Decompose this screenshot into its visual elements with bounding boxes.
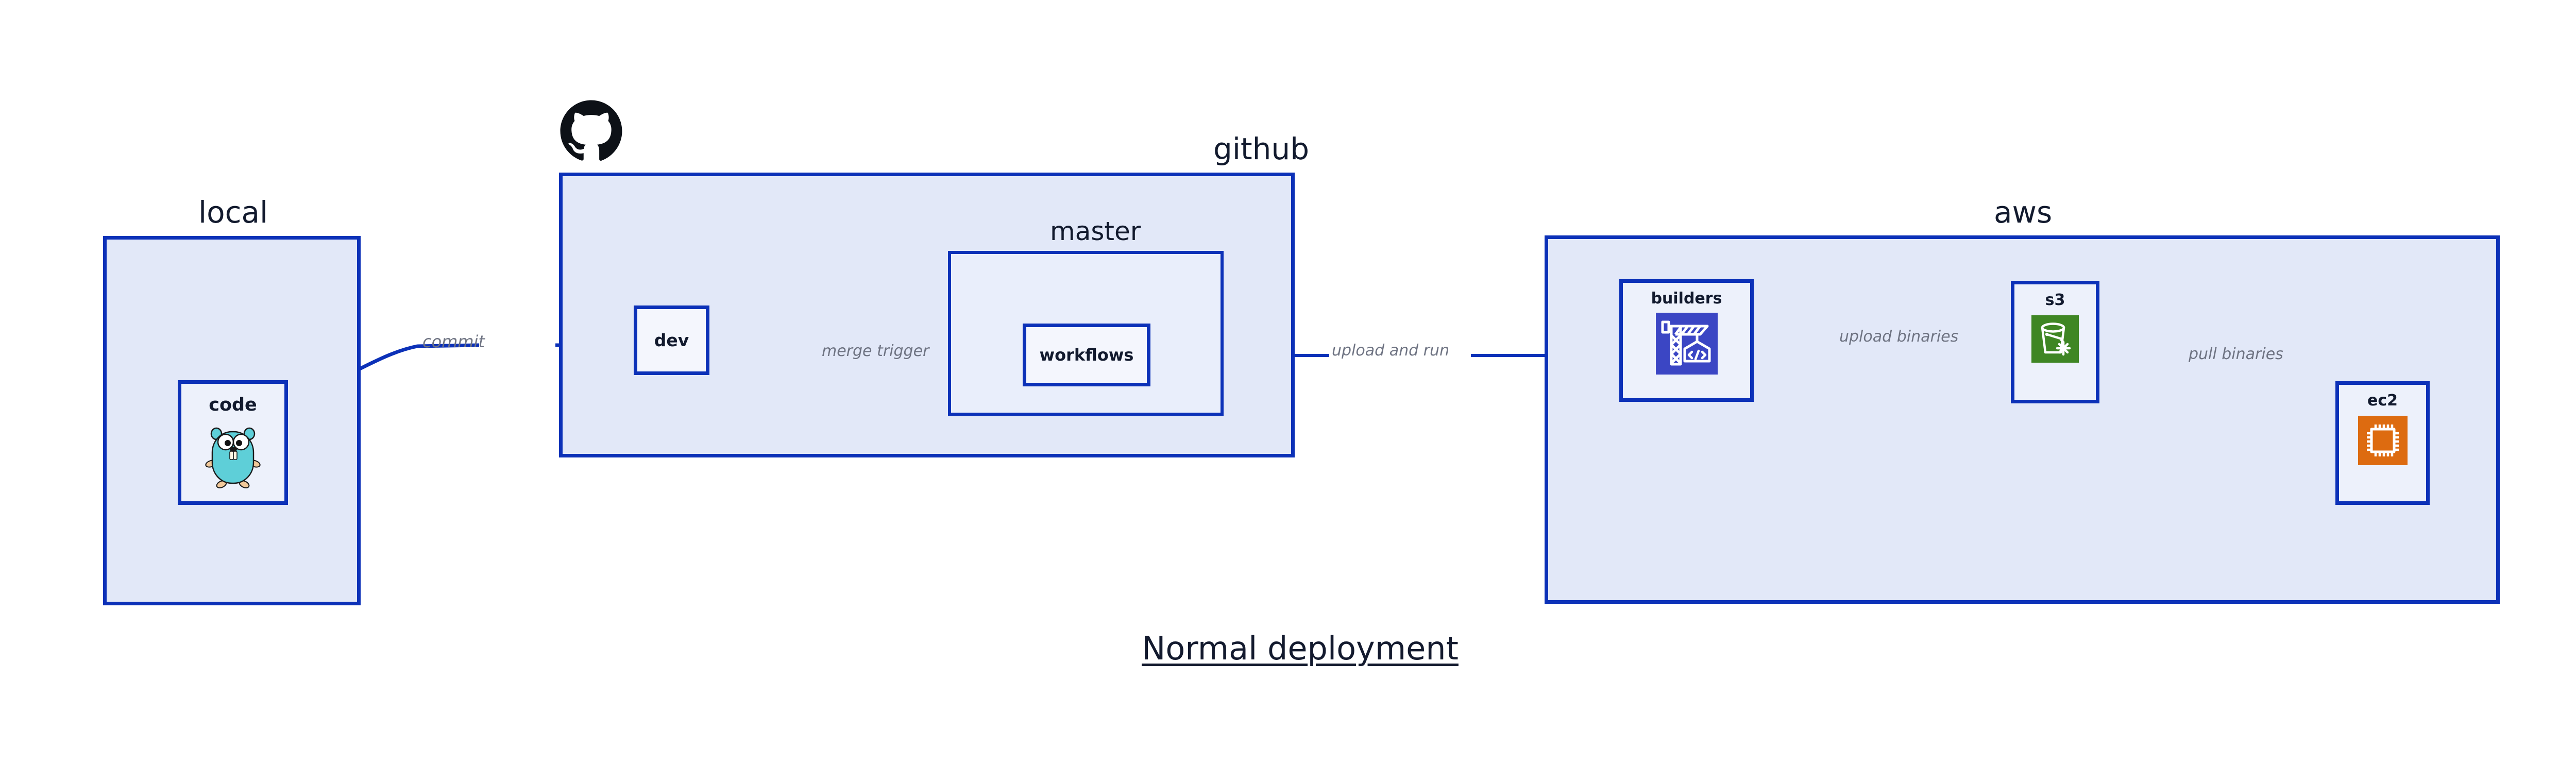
github-octocat-logo — [559, 99, 623, 165]
node-builders[interactable]: builders — [1619, 279, 1754, 402]
node-builders-label: builders — [1651, 290, 1722, 308]
cluster-title-local: local — [198, 195, 268, 230]
edge-label-upload-binaries: upload binaries — [1839, 328, 1959, 346]
node-workflows-label: workflows — [1039, 345, 1134, 365]
node-s3[interactable]: s3 — [2011, 281, 2099, 403]
edge-label-merge-trigger: merge trigger — [822, 342, 929, 360]
edge-label-pull-binaries: pull binaries — [2189, 345, 2283, 363]
node-dev-label: dev — [654, 330, 689, 350]
node-ec2-label: ec2 — [2367, 392, 2398, 410]
go-gopher-icon — [205, 422, 261, 490]
aws-ec2-icon — [2358, 416, 2408, 467]
node-dev[interactable]: dev — [634, 305, 709, 375]
node-code[interactable]: code — [178, 380, 288, 505]
aws-s3-icon — [2031, 315, 2079, 365]
node-workflows[interactable]: workflows — [1023, 324, 1150, 386]
edge-label-upload-and-run: upload and run — [1332, 342, 1450, 360]
diagram-caption: Normal deployment — [1142, 630, 1459, 667]
node-s3-label: s3 — [2045, 291, 2065, 309]
edge-label-commit: commit — [422, 332, 485, 351]
cluster-title-github: github — [1213, 131, 1310, 166]
node-code-label: code — [209, 395, 257, 415]
cluster-title-aws: aws — [1994, 195, 2053, 230]
cluster-title-master: master — [1050, 216, 1141, 246]
node-ec2[interactable]: ec2 — [2335, 381, 2430, 505]
aws-crane-icon — [1655, 313, 1718, 377]
